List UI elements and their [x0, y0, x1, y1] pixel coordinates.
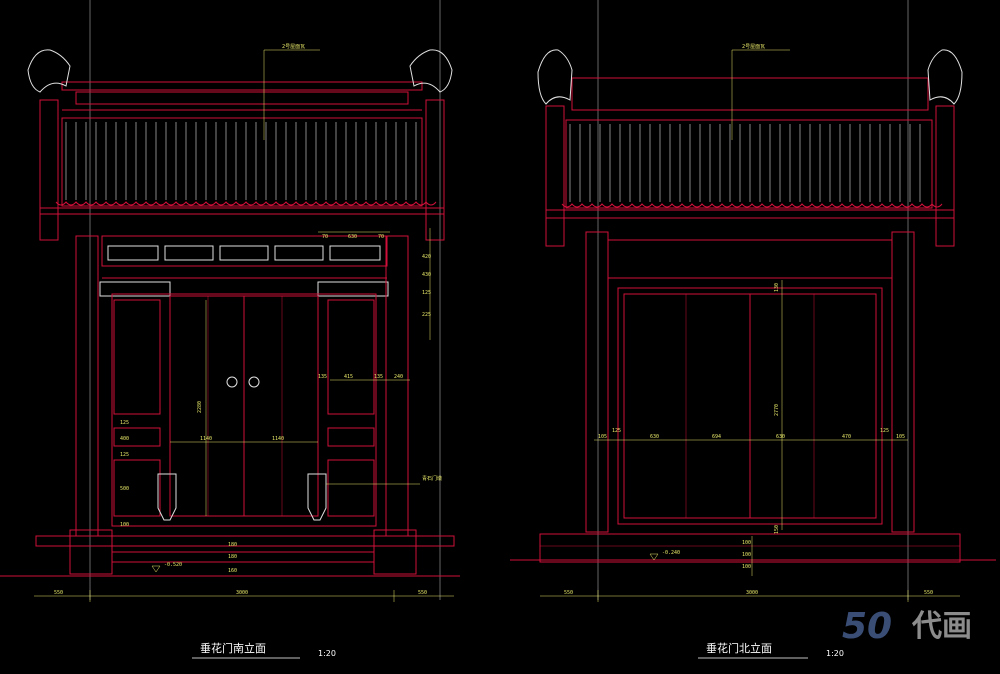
north-roof-tiles — [569, 124, 921, 202]
north-scale: 1:20 — [826, 649, 844, 658]
south-dimensions — [34, 49, 454, 602]
south-door-width-right: 1140 — [272, 436, 284, 442]
south-right-dim-1: 630 — [348, 234, 357, 240]
north-bottom-dim-left: 550 — [564, 590, 573, 596]
south-scale: 1:20 — [318, 649, 336, 658]
north-width-dim-7: 105 — [896, 434, 905, 440]
door-knocker-left — [226, 376, 238, 388]
south-bottom-dim-left: 550 — [54, 590, 63, 596]
south-left-stack-3: 500 — [120, 486, 129, 492]
door-knocker-right — [248, 376, 260, 388]
watermark-logo: 50 代画 — [842, 606, 972, 647]
south-side-dim-0: 135 — [318, 374, 327, 380]
south-left-stack-0: 125 — [120, 420, 129, 426]
north-level-marker — [649, 553, 659, 561]
north-width-dim-4: 630 — [776, 434, 785, 440]
watermark-text: 代画 — [911, 609, 972, 644]
north-step-dim-2: 100 — [742, 564, 751, 570]
north-width-dim-0: 105 — [598, 434, 607, 440]
south-bottom-dim-mid: 3000 — [236, 590, 248, 596]
south-right-dim-6: 225 — [422, 312, 431, 318]
north-bottom-dim: 150 — [774, 525, 780, 534]
north-step-dim-0: 100 — [742, 540, 751, 546]
south-right-dim-2: 70 — [378, 234, 384, 240]
south-right-dim-3: 420 — [422, 254, 431, 260]
north-width-dim-6: 125 — [880, 428, 889, 434]
north-dimensions — [540, 49, 960, 602]
north-top-dim: 130 — [774, 283, 780, 292]
south-right-dim-4: 430 — [422, 272, 431, 278]
south-step-dim-1: 180 — [228, 554, 237, 560]
south-side-dim-1: 415 — [344, 374, 353, 380]
north-width-dim-5: 470 — [842, 434, 851, 440]
south-level: -0.520 — [164, 562, 182, 568]
north-dimension-labels: 550 3000 550 105 125 630 694 630 470 125… — [564, 44, 933, 658]
south-dimension-labels: 550 3000 550 1140 1140 2280 135 415 135 … — [54, 44, 442, 658]
north-level: -0.240 — [662, 550, 680, 556]
north-width-dim-1: 125 — [612, 428, 621, 434]
north-leader-top: 2号屋面瓦 — [742, 44, 765, 50]
south-title: 垂花门南立面 — [200, 641, 266, 655]
right-door-pier — [307, 473, 327, 521]
south-side-dim-2: 135 — [374, 374, 383, 380]
south-step-dim-2: 160 — [228, 568, 237, 574]
right-ridge-beast — [409, 49, 453, 93]
north-bottom-dim-mid: 3000 — [746, 590, 758, 596]
south-left-stack-1: 400 — [120, 436, 129, 442]
south-bottom-dim-right: 550 — [418, 590, 427, 596]
south-left-stack-4: 100 — [120, 522, 129, 528]
north-bottom-dim-right: 550 — [924, 590, 933, 596]
south-leader-right: 青石门墩 — [422, 475, 442, 482]
north-elevation — [510, 0, 996, 600]
eave-scallop — [561, 203, 943, 208]
south-right-dim-0: 70 — [322, 234, 328, 240]
eave-scallop — [55, 201, 437, 206]
north-width-dim-2: 630 — [650, 434, 659, 440]
south-right-dim-5: 125 — [422, 290, 431, 296]
north-left-ridge-beast — [537, 49, 573, 105]
north-width-dim-3: 694 — [712, 434, 721, 440]
north-door-height: 2770 — [774, 404, 780, 416]
south-leader-top: 2号屋面瓦 — [282, 44, 305, 50]
south-step-dim-0: 180 — [228, 542, 237, 548]
left-door-pier — [157, 473, 177, 521]
south-elevation — [0, 0, 460, 600]
north-right-ridge-beast — [927, 49, 963, 105]
north-title: 垂花门北立面 — [706, 641, 772, 655]
watermark-number: 50 — [842, 606, 892, 647]
south-door-width-left: 1140 — [200, 436, 212, 442]
north-step-dim-1: 100 — [742, 552, 751, 558]
south-left-stack-2: 125 — [120, 452, 129, 458]
south-side-dim-3: 240 — [394, 374, 403, 380]
south-level-marker — [151, 565, 161, 573]
roof-tiles — [65, 122, 417, 200]
left-ridge-beast — [27, 49, 71, 93]
south-door-height: 2280 — [197, 401, 203, 413]
